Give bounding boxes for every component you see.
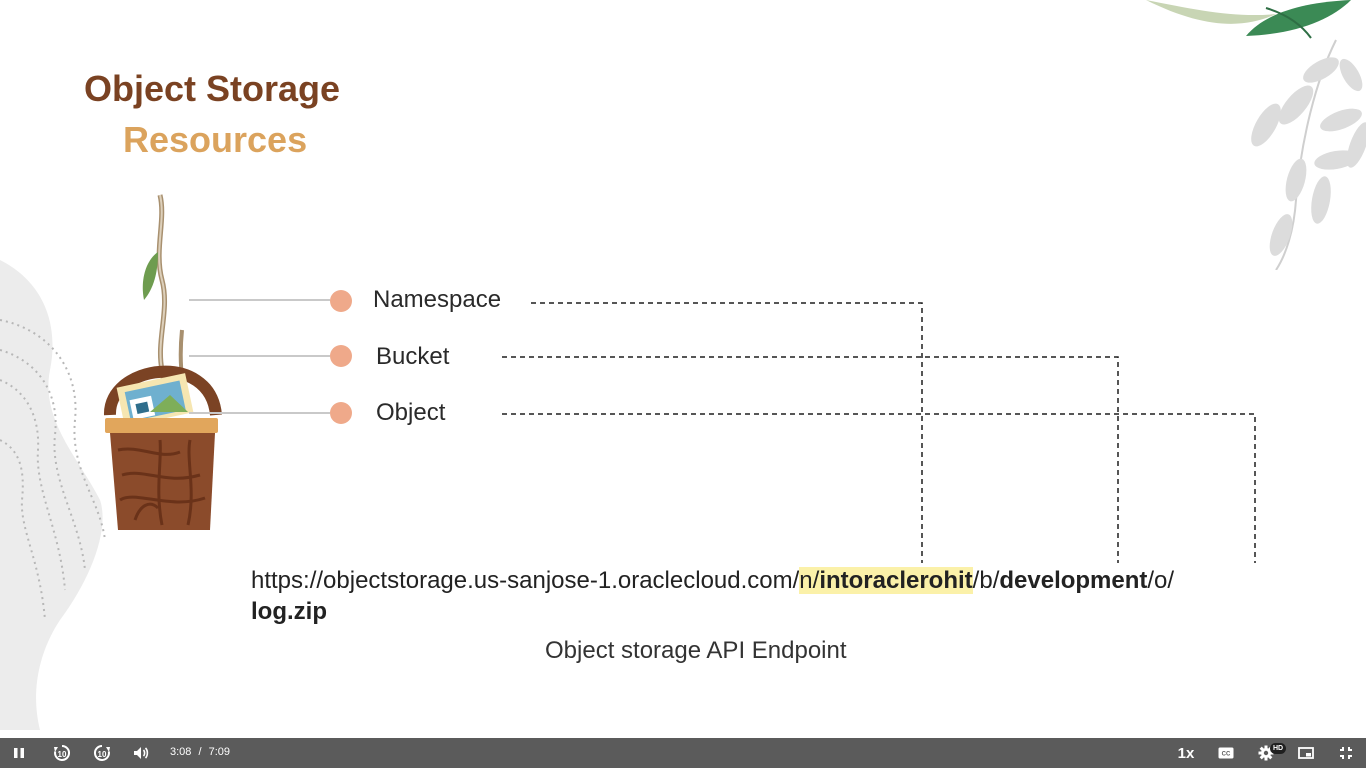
url-b-segment: /b/ [972,567,1000,594]
captions-button[interactable]: CC [1214,738,1238,768]
object-connector [502,413,1256,563]
bucket-connector [502,356,1119,563]
video-control-bar: 10 10 3:08 / 7:09 1x CC HD [0,738,1366,768]
plant-basket-illustration [103,194,222,530]
picture-in-picture-button[interactable] [1294,738,1318,768]
url-prefix: https://objectstorage.us-sanjose-1.oracl… [251,567,800,594]
contour-decoration [0,260,106,730]
playback-speed-button[interactable]: 1x [1177,744,1195,762]
url-namespace-value: intoraclerohit [819,567,973,594]
settings-icon [1258,745,1274,761]
object-label: Object [376,399,446,426]
volume-button[interactable] [130,738,152,768]
pause-button[interactable] [8,738,30,768]
rewind-10-icon: 10 [54,744,71,761]
bucket-bullet [330,345,352,367]
slide-title: Object Storage [84,68,341,109]
svg-text:10: 10 [58,750,67,759]
object-leader-line [189,412,330,414]
hd-badge: HD [1270,743,1286,754]
duration: 7:09 [208,746,231,758]
captions-icon: CC [1218,747,1234,759]
namespace-bullet [330,290,352,312]
svg-text:10: 10 [98,750,107,759]
exit-fullscreen-button[interactable] [1334,738,1358,768]
forward-10-icon: 10 [93,744,110,761]
exit-fullscreen-icon [1340,747,1352,759]
slide-subtitle: Resources [123,119,308,160]
namespace-connector [531,302,923,563]
bucket-label: Bucket [376,343,450,370]
svg-text:CC: CC [1222,752,1231,758]
playback-time: 3:08 / 7:09 [170,746,230,758]
url-o-segment: /o/ [1147,567,1175,594]
namespace-leader-line [189,299,330,301]
slide: Object Storage Resources Namespace Bucke… [0,0,1366,730]
namespace-label: Namespace [373,286,502,313]
time-separator: / [198,746,202,758]
endpoint-caption: Object storage API Endpoint [545,637,847,664]
settings-button[interactable] [1254,738,1278,768]
url-object-value: log.zip [251,598,327,625]
picture-in-picture-icon [1298,747,1314,759]
bucket-leader-line [189,355,330,357]
current-time: 3:08 [170,746,192,758]
rewind-10-button[interactable]: 10 [50,738,74,768]
object-bullet [330,402,352,424]
url-bucket-value: development [999,567,1148,594]
leaf-decoration [1146,0,1366,270]
url-namespace-highlight: n/intoraclerohit [799,567,973,594]
pause-icon [14,748,24,758]
volume-icon [134,747,149,759]
url-n-segment: n/ [799,567,820,594]
api-endpoint-url: https://objectstorage.us-sanjose-1.oracl… [251,565,1281,627]
forward-10-button[interactable]: 10 [90,738,114,768]
